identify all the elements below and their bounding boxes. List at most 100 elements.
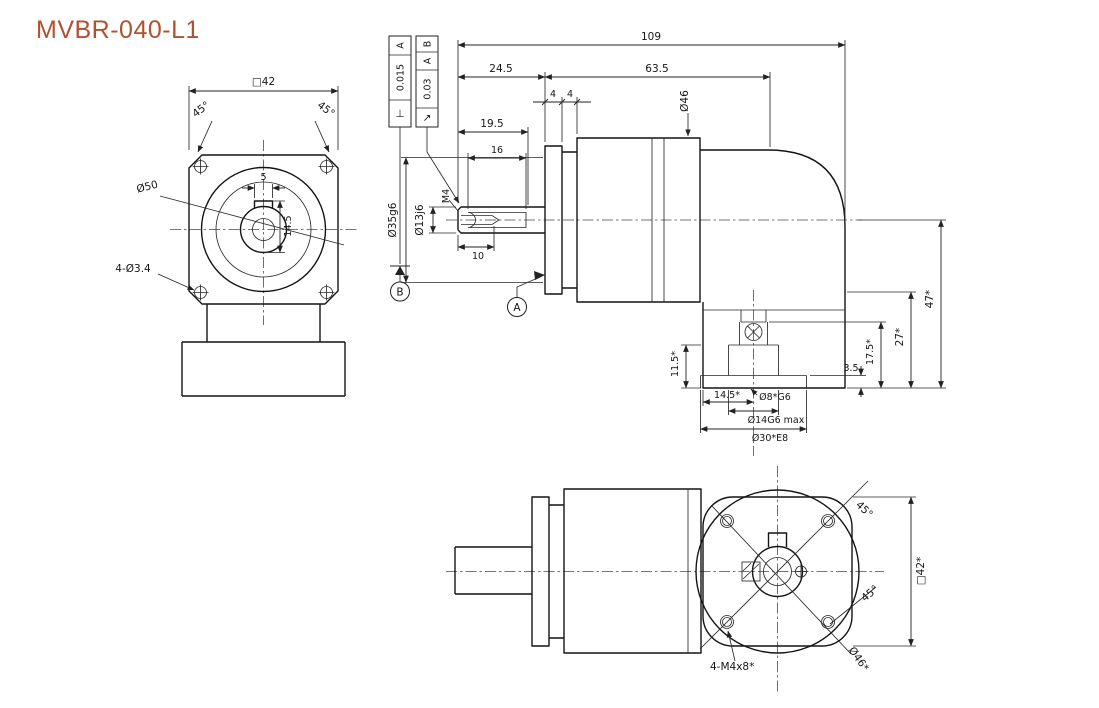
dim-shaft-dia: Ø13j6 [414, 204, 456, 236]
output-screw [744, 323, 763, 341]
leader-line [448, 199, 459, 212]
tapped-hole-minor [722, 617, 732, 627]
top-extension-lines [457, 40, 846, 222]
bolt-circle-label: Ø50 [135, 179, 159, 196]
dim-housing-dia: Ø46 [679, 90, 691, 137]
output-mount-holes-label: 4-M4x8* [710, 661, 754, 673]
datum-b: B [390, 127, 410, 302]
output-screw-cross [747, 325, 760, 339]
output-offset-label: 14.5* [714, 390, 740, 401]
dim-overall-length: 109 [457, 31, 846, 48]
extension-lines [681, 344, 701, 389]
dim-front-key-width: 5 [242, 172, 285, 198]
perpendicularity-symbol: ⊥ [395, 108, 404, 120]
keyway-length-label: 16 [491, 145, 503, 156]
dim-shaft-tap: M4 [441, 189, 459, 212]
extension-lines [853, 496, 916, 647]
front-boss-circle [215, 181, 312, 278]
output-height-label: 47* [924, 290, 936, 309]
front-centerlines [170, 140, 357, 325]
boss-dia-leader [711, 505, 852, 655]
dim-recess-depth: 3.5 [843, 363, 864, 397]
output-bore-inner-circle [763, 557, 792, 586]
dim-housing-length: 63.5 [544, 63, 771, 80]
shaft-length-label: 19.5 [480, 118, 503, 130]
bottom-outline [454, 488, 788, 654]
fcf-datum-2: B [423, 41, 434, 48]
bore-mid-label: Ø14G6 max [748, 415, 805, 426]
recess-depth-label: 3.5 [843, 363, 858, 374]
dim-output-17-5: 17.5* [865, 321, 884, 389]
dim-input-length: 24.5 [457, 63, 546, 80]
dim-front-square: □42 [188, 76, 339, 150]
dim-front-holes: 4-Ø3.4 [115, 263, 195, 291]
fcf-tolerance: 0.015 [396, 64, 407, 91]
output-11-5-label: 11.5* [670, 351, 681, 377]
bottom-centerlines [446, 466, 884, 694]
side-outline [457, 137, 846, 389]
flange-thickness-1: 4 [550, 89, 556, 100]
dim-pilot-dia: Ø35g6 [387, 157, 543, 283]
datum-circle [390, 281, 410, 302]
tapped-hole-minor [823, 617, 833, 627]
fcf-datum: A [396, 42, 407, 49]
dim-output-height: 47* [924, 219, 944, 389]
bore-spigot-label: Ø30*E8 [752, 433, 788, 444]
dim-bore-spigot: Ø30*E8 [700, 390, 807, 444]
extension-lines [401, 157, 543, 283]
drawing-title: MVBR-040-L1 [36, 16, 200, 44]
leader-line [159, 195, 345, 246]
fcf-tolerance: 0.03 [423, 78, 434, 99]
leader-line [750, 388, 758, 396]
tapped-hole [720, 514, 734, 528]
key-depth-label: 14.5 [283, 215, 294, 236]
datum-triangle [395, 266, 405, 275]
output-flange-square [702, 496, 853, 647]
tapped-hole [821, 514, 835, 528]
front-mount-holes [192, 158, 335, 301]
datum-triangle [534, 271, 545, 280]
leader-line [314, 120, 330, 153]
datum-stem [516, 276, 541, 298]
fcf-dividers [389, 54, 411, 101]
tapped-hole-minor [823, 516, 833, 526]
input-length-label: 24.5 [489, 63, 512, 75]
chamfer-left-label: 45° [190, 99, 212, 120]
mount-holes-label: 4-Ø3.4 [115, 263, 151, 275]
dim-shaft-length: 19.5 [457, 118, 529, 205]
leader-line [197, 120, 213, 153]
bottom-square-dim: □42* [915, 557, 927, 586]
side-details [461, 138, 845, 388]
extension-lines [700, 390, 807, 433]
mount-hole-centermarks [192, 158, 335, 301]
key-width-label: 5 [260, 172, 266, 183]
bottom-details [687, 489, 809, 653]
output-17-5-label: 17.5* [865, 339, 876, 365]
leader-line [726, 630, 736, 662]
side-view: 109 24.5 63.5 4 4 Ø46 [387, 31, 946, 456]
dim-output-mount-holes: 4-M4x8* [710, 630, 754, 673]
chamfer-top-label: 45° [853, 499, 875, 521]
chamfer-bottom-label: 45° [859, 583, 881, 604]
front-outline [181, 154, 346, 397]
front-square-dim: □42 [252, 76, 275, 88]
diagonal-construction-line [699, 480, 869, 650]
dim-bore-small: Ø8*G6 [750, 388, 791, 403]
output-27-label: 27* [894, 328, 906, 347]
output-mount-holes [720, 514, 835, 629]
dowel-hole [795, 565, 807, 578]
dim-output-27: 27* [894, 291, 914, 389]
right-extension-lines [769, 219, 946, 389]
shaft-tap-label: M4 [441, 189, 452, 203]
runout-symbol: ↗ [423, 112, 432, 124]
front-tap-circle [252, 218, 275, 241]
chamfer-right-label: 45° [315, 99, 337, 120]
fcf-runout: B A 0.03 ↗ [415, 35, 460, 204]
fcf-perpendicularity: A 0.015 ⊥ [388, 35, 412, 128]
extension-lines [188, 86, 339, 150]
shaft-dia-label: Ø13j6 [414, 204, 426, 236]
set-screw [741, 561, 761, 582]
datum-b-label: B [396, 287, 403, 299]
dim-bottom-square: □42* [853, 496, 927, 647]
